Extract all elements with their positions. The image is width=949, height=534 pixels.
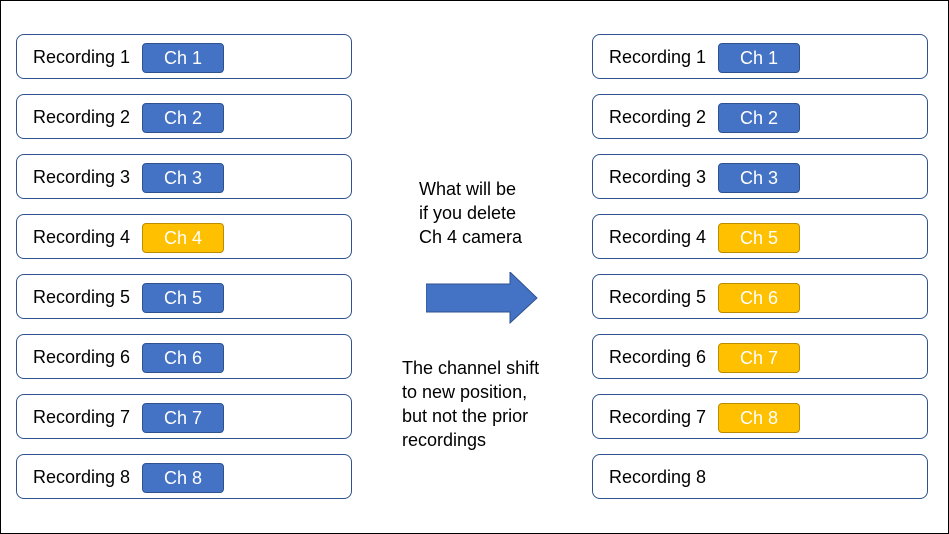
recording-row: Recording 8 Ch 8	[16, 454, 352, 499]
explanation-line: if you delete	[419, 203, 517, 223]
explanation-line: but not the prior	[402, 406, 529, 426]
explanation-line: Ch 4 camera	[419, 227, 523, 247]
explanation-answer: The channel shift to new position, but n…	[402, 356, 539, 452]
channel-badge: Ch 1	[142, 43, 224, 73]
recording-row: Recording 6 Ch 6	[16, 334, 352, 379]
recording-row: Recording 6 Ch 7	[592, 334, 928, 379]
recording-row: Recording 1 Ch 1	[16, 34, 352, 79]
recording-label: Recording 7	[609, 407, 707, 427]
recording-row: Recording 4 Ch 4	[16, 214, 352, 259]
recording-label: Recording 2	[33, 107, 131, 127]
explanation-line: What will be	[419, 179, 517, 199]
recording-label: Recording 5	[33, 287, 131, 307]
channel-badge: Ch 7	[142, 403, 224, 433]
channel-badge: Ch 1	[718, 43, 800, 73]
recording-label: Recording 4	[609, 227, 707, 247]
recording-label: Recording 8	[609, 467, 707, 487]
recording-row: Recording 5 Ch 5	[16, 274, 352, 319]
explanation-line: to new position,	[402, 382, 528, 402]
right-recording-list: Recording 1 Ch 1 Recording 2 Ch 2 Record…	[592, 34, 928, 514]
recording-label: Recording 1	[33, 47, 131, 67]
recording-label: Recording 8	[33, 467, 131, 487]
explanation-line: The channel shift	[402, 358, 540, 378]
channel-badge: Ch 3	[142, 163, 224, 193]
recording-row: Recording 3 Ch 3	[592, 154, 928, 199]
recording-row: Recording 5 Ch 6	[592, 274, 928, 319]
right-arrow-icon	[426, 272, 538, 324]
recording-row: Recording 3 Ch 3	[16, 154, 352, 199]
channel-badge: Ch 3	[718, 163, 800, 193]
channel-badge: Ch 6	[142, 343, 224, 373]
recording-row: Recording 8	[592, 454, 928, 499]
channel-badge: Ch 5	[142, 283, 224, 313]
channel-badge: Ch 2	[718, 103, 800, 133]
recording-label: Recording 1	[609, 47, 707, 67]
recording-row: Recording 2 Ch 2	[16, 94, 352, 139]
recording-row: Recording 2 Ch 2	[592, 94, 928, 139]
recording-label: Recording 4	[33, 227, 131, 247]
recording-label: Recording 6	[33, 347, 131, 367]
recording-label: Recording 3	[33, 167, 131, 187]
explanation-line: recordings	[402, 430, 487, 450]
channel-badge: Ch 4	[142, 223, 224, 253]
channel-badge: Ch 2	[142, 103, 224, 133]
recording-row: Recording 4 Ch 5	[592, 214, 928, 259]
left-recording-list: Recording 1 Ch 1 Recording 2 Ch 2 Record…	[16, 34, 352, 514]
recording-row: Recording 7 Ch 7	[16, 394, 352, 439]
channel-badge: Ch 7	[718, 343, 800, 373]
recording-label: Recording 7	[33, 407, 131, 427]
channel-badge: Ch 8	[142, 463, 224, 493]
recording-label: Recording 5	[609, 287, 707, 307]
recording-row: Recording 1 Ch 1	[592, 34, 928, 79]
recording-label: Recording 2	[609, 107, 707, 127]
recording-label: Recording 3	[609, 167, 707, 187]
channel-badge: Ch 8	[718, 403, 800, 433]
explanation-question: What will be if you delete Ch 4 camera	[419, 177, 522, 249]
channel-badge: Ch 6	[718, 283, 800, 313]
channel-badge: Ch 5	[718, 223, 800, 253]
recording-label: Recording 6	[609, 347, 707, 367]
recording-row: Recording 7 Ch 8	[592, 394, 928, 439]
